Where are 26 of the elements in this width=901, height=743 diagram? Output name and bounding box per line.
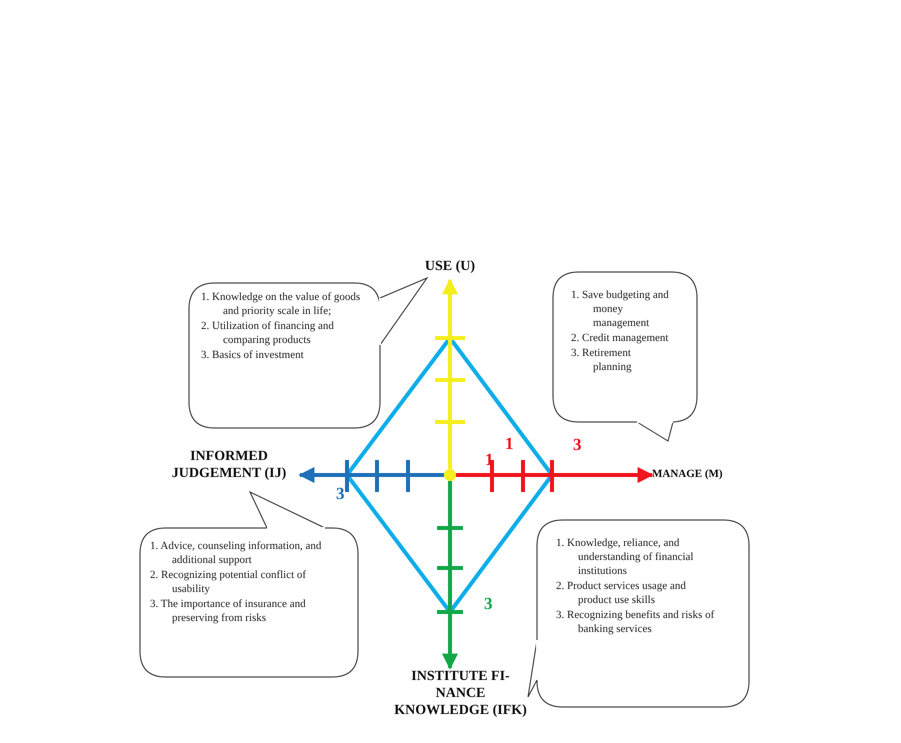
axis-label: MANAGE (M) (652, 466, 740, 484)
list-item: 3. Retirement planning (571, 346, 632, 374)
axis-label: INFORMED JUDGEMENT (IJ) (158, 448, 300, 484)
list-item: 1. Knowledge, reliance, and understanding of financial institutions (556, 536, 694, 578)
scale-number: 3 (484, 594, 492, 614)
list-item: 3. Recognizing benefits and risks of banking services (556, 608, 716, 636)
center-point (444, 469, 456, 481)
axis-label: USE (U) (400, 258, 500, 280)
list-item: 2. Utilization of financing and comparing products (201, 319, 335, 347)
scale-number: 3 (336, 484, 344, 504)
list-item: 2. Credit management (571, 331, 670, 345)
axis-arrow (298, 467, 444, 483)
speech-bubble (189, 278, 429, 428)
axis-label: INSTITUTE FI- NANCE KNOWLEDGE (IFK) (388, 668, 533, 722)
list-item: 1. Save budgeting and money management (571, 288, 670, 330)
list-item: 1. Advice, counseling information, and additional support (150, 539, 322, 567)
list-item: 1. Knowledge on the value of goods and priority scale in life; (201, 290, 361, 318)
list-item: 3. Basics of investment (201, 348, 305, 362)
scale-number: 1 (505, 434, 514, 454)
axis-arrow (442, 278, 458, 469)
axis-arrow (456, 467, 654, 483)
list-item: 2. Recognizing potential conflict of usability (150, 568, 308, 596)
scale-number: 3 (573, 435, 582, 455)
list-item: 2. Product services usage and product use skills (556, 579, 687, 607)
list-item: 3. The importance of insurance and preserving from risks (150, 597, 307, 625)
axis-arrow (442, 481, 458, 670)
